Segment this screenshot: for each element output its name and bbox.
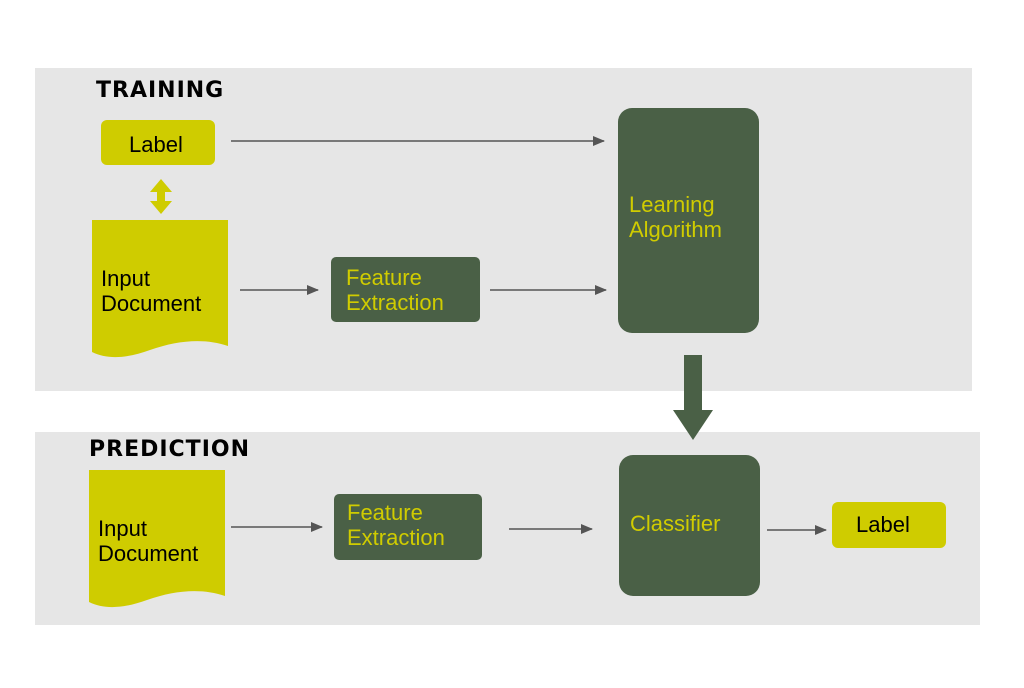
training-feature-extraction-line2: Extraction [346,290,444,315]
prediction-feature-extraction-box [334,494,482,560]
arrow-learning-to-classifier [673,355,713,440]
training-label-text: Label [129,132,183,157]
training-feature-extraction-box [331,257,480,322]
prediction-label-box [832,502,946,548]
learning-algorithm-box [618,108,759,333]
classifier-box [619,455,760,596]
training-input-document-shape [92,220,228,358]
prediction-input-document-line2: Document [98,541,199,566]
prediction-label-text: Label [856,512,910,537]
learning-algorithm-line1: Learning [629,192,715,217]
prediction-feature-extraction-line1: Feature [347,500,423,525]
prediction-input-document-shape [89,470,225,608]
training-input-document-line2: Document [101,291,202,316]
learning-algorithm-line2: Algorithm [629,217,722,242]
training-label-box [101,120,215,165]
classifier-text: Classifier [630,511,721,536]
prediction-title: PREDICTION [89,437,250,462]
training-input-document-line1: Input [101,266,150,291]
prediction-feature-extraction-line2: Extraction [347,525,445,550]
training-title: TRAINING [96,78,225,103]
training-label-document-link-icon [150,179,172,214]
training-feature-extraction-line1: Feature [346,265,422,290]
prediction-input-document-line1: Input [98,516,147,541]
